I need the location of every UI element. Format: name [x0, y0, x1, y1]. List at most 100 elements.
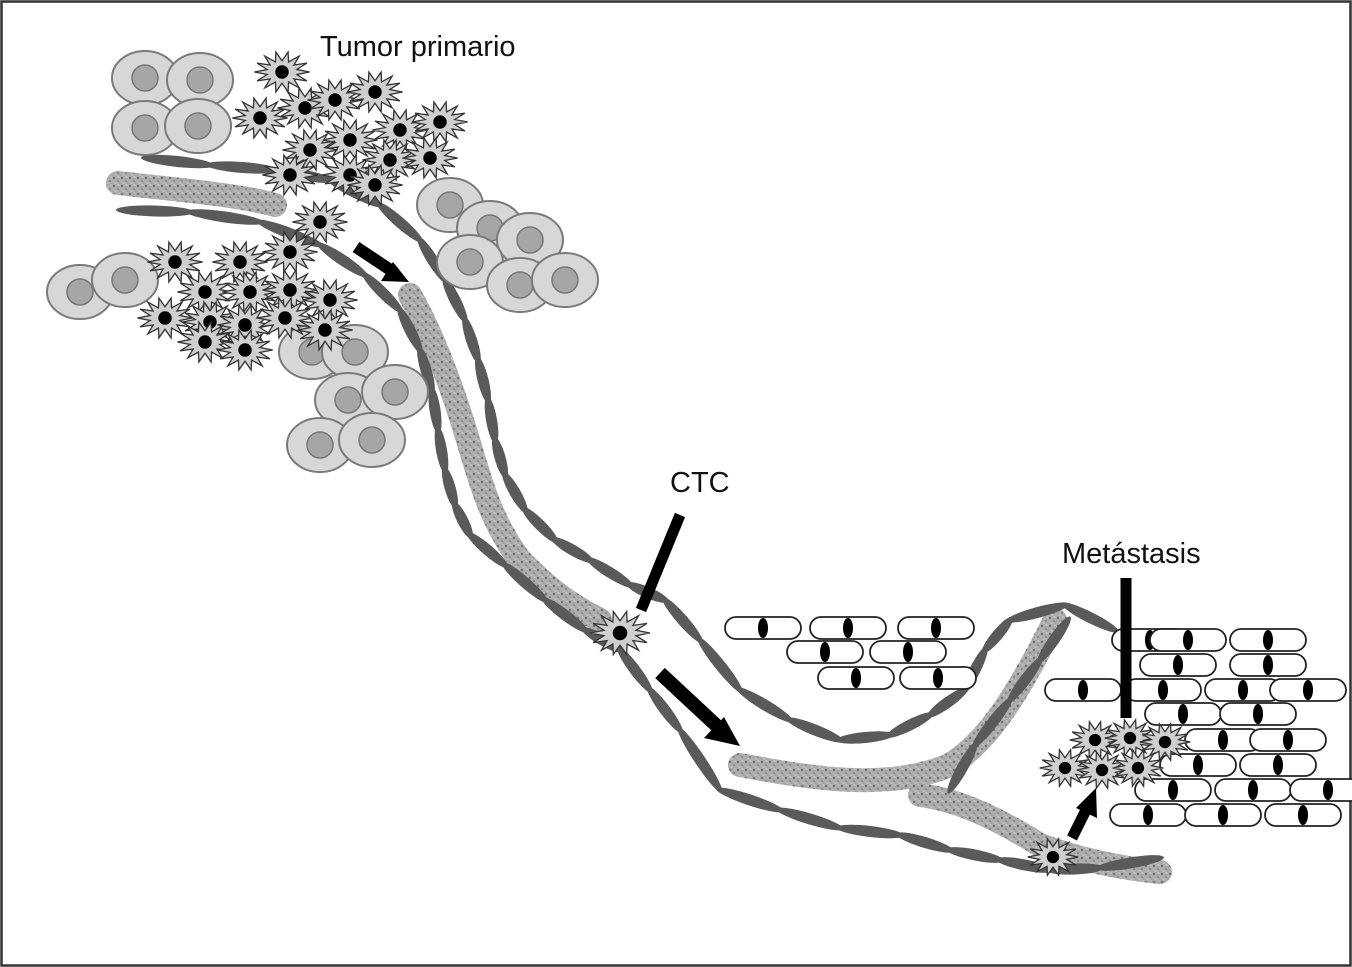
- tumor-cell: [307, 78, 363, 122]
- circulating-tumor-cell: [589, 609, 651, 657]
- tissue-cell: [1229, 628, 1307, 652]
- destination-tissue-cells: [724, 616, 1352, 827]
- normal-cell: [111, 100, 179, 156]
- tumor-cell: [257, 296, 313, 340]
- endothelial-cell: [428, 386, 442, 434]
- endothelial-cell: [451, 501, 474, 539]
- tumor-cell: [282, 128, 338, 172]
- endothelial-cell: [736, 687, 794, 723]
- endothelial-cell: [491, 436, 509, 479]
- normal-cell: [164, 98, 232, 154]
- normal-cell: [496, 212, 564, 268]
- endothelial-cell: [474, 356, 492, 404]
- endothelial-cell: [776, 807, 844, 831]
- endothelial-cell: [376, 201, 424, 244]
- tumor-cell: [262, 153, 318, 197]
- endothelial-cell: [397, 306, 423, 354]
- endothelial-cell: [186, 209, 264, 225]
- endothelial-cell: [886, 712, 934, 738]
- tissue-cell: [817, 666, 895, 690]
- normal-cell: [531, 252, 599, 308]
- endothelial-cell: [484, 396, 499, 444]
- endothelial-cell: [1096, 855, 1164, 871]
- tumor-cell: [277, 86, 333, 130]
- metastatic-cell-cluster: [1039, 717, 1191, 791]
- endothelial-cell: [434, 426, 449, 474]
- tissue-cell: [1239, 753, 1317, 777]
- tissue-cell: [1134, 778, 1212, 802]
- tumor-cell: [302, 278, 358, 322]
- tumor-cell: [372, 108, 428, 152]
- endothelial-cell: [1007, 656, 1043, 704]
- metastatic-tumor-cell: [1139, 721, 1191, 763]
- endothelial-cell: [521, 506, 559, 544]
- tissue-cell: [724, 616, 802, 640]
- endothelial-cell: [972, 696, 1013, 749]
- endothelial-cell: [647, 686, 683, 734]
- tissue-cell: [1144, 702, 1222, 726]
- endothelial-cell: [462, 316, 481, 364]
- endothelial-cell: [661, 596, 704, 644]
- tissue-cell: [1184, 728, 1262, 752]
- metastatic-tumor-cell: [1069, 719, 1121, 761]
- tissue-cell: [1109, 803, 1187, 827]
- tissue-cell: [1124, 678, 1202, 702]
- tissue-cell: [1139, 653, 1217, 677]
- normal-cell: [91, 252, 159, 308]
- tumor-cell: [347, 163, 403, 207]
- tumor-cell: [222, 270, 278, 314]
- tissue-cell: [1159, 753, 1237, 777]
- tissue-cell: [1289, 778, 1352, 802]
- endothelial-cell: [947, 741, 978, 794]
- endothelial-cell: [946, 847, 1004, 863]
- ctc-pointer-line: [635, 512, 686, 613]
- endothelial-cell: [1006, 602, 1069, 623]
- tumor-cell: [362, 138, 418, 182]
- normal-cell: [338, 412, 406, 468]
- arrow-icon: [655, 667, 740, 746]
- endothelial-cell: [466, 531, 509, 569]
- tissue-cell: [869, 640, 947, 664]
- metastatic-tumor-cell: [1104, 717, 1156, 759]
- endothelial-cell: [256, 219, 324, 248]
- tissue-cell: [1204, 678, 1282, 702]
- endothelial-cell: [442, 276, 468, 324]
- tumor-cell: [217, 328, 273, 372]
- endothelial-cell: [501, 561, 549, 604]
- endothelial-cell: [502, 471, 528, 514]
- endothelial-cell: [617, 646, 653, 694]
- tumor-cell: [217, 303, 273, 347]
- endothelial-cell: [697, 636, 743, 694]
- tissue-cell: [1149, 628, 1227, 652]
- endothelial-cell: [361, 271, 404, 314]
- normal-cell: [361, 364, 429, 420]
- tissue-cell: [1184, 803, 1262, 827]
- tumor-cell: [147, 240, 203, 284]
- tumor-cell-cluster: [137, 50, 1079, 878]
- tumor-cell: [292, 200, 348, 244]
- metastatic-tumor-cell: [1039, 747, 1091, 789]
- tumor-cell: [262, 268, 318, 312]
- blood-flow-stream: [398, 283, 612, 632]
- tissue-cell: [897, 616, 975, 640]
- endothelial-cell: [551, 537, 594, 563]
- tumor-cell: [297, 308, 353, 352]
- endothelial-cell: [926, 687, 969, 718]
- endothelial-cell: [441, 466, 459, 509]
- endothelial-cell: [836, 731, 894, 744]
- tumor-cell: [212, 240, 268, 284]
- tissue-cell: [809, 616, 887, 640]
- endothelial-cell: [981, 616, 1014, 654]
- endothelial-cell: [541, 597, 589, 633]
- endothelial-cell: [586, 557, 634, 588]
- endothelial-cell: [1037, 616, 1071, 664]
- tumor-cell: [177, 320, 233, 364]
- normal-cell: [286, 417, 354, 473]
- tissue-cell: [1044, 678, 1122, 702]
- tissue-cell: [1229, 653, 1307, 677]
- tissue-cell: [1269, 678, 1347, 702]
- endothelial-cell: [1061, 602, 1119, 633]
- blood-flow-stream: [106, 171, 287, 217]
